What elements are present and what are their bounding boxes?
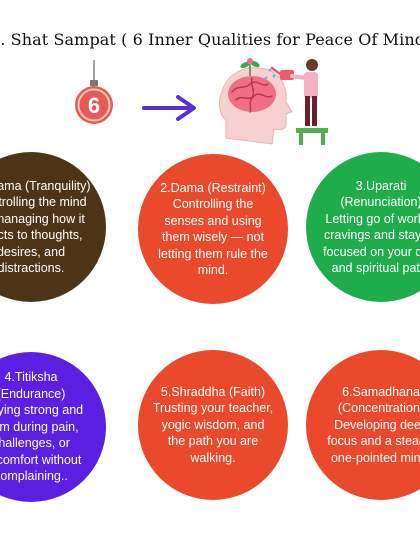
page-title: 3. Shat Sampat ( 6 Inner Qualities for P… bbox=[0, 30, 420, 49]
quality-heading: 5.Shraddha (Faith) bbox=[160, 384, 266, 399]
quality-samadhana: 6.Samadhana (Concentration) Developing d… bbox=[306, 350, 420, 500]
quality-titiksha: 4.Titiksha (Endurance) Staying strong an… bbox=[0, 352, 106, 502]
quality-description: Controlling the mind by managing how it … bbox=[0, 195, 87, 275]
ornament-number: 6 bbox=[88, 93, 100, 118]
christmas-ornament-icon: 6 bbox=[75, 60, 113, 124]
quality-shraddha: 5.Shraddha (Faith) Trusting your teacher… bbox=[138, 350, 288, 500]
brain-watering-illustration bbox=[218, 58, 328, 145]
quality-description: Letting go of worldly cravings and stayi… bbox=[322, 211, 420, 276]
quality-dama: 2.Dama (Restraint) Controlling the sense… bbox=[138, 154, 288, 304]
quality-heading: 2.Dama (Restraint) bbox=[160, 180, 266, 195]
quality-heading: 6.Samadhana (Concentration) bbox=[337, 384, 420, 416]
title-wrapper: 3. Shat Sampat ( 6 Inner Qualities for P… bbox=[0, 30, 420, 56]
quality-shama: 1.Shama (Tranquility) Controlling the mi… bbox=[0, 152, 106, 302]
quality-description: Developing deep focus and a steady, one-… bbox=[327, 417, 420, 465]
quality-description: Controlling the senses and using them wi… bbox=[158, 197, 268, 277]
quality-description: Staying strong and calm during pain, cha… bbox=[0, 403, 84, 484]
quality-heading: 3.Uparati (Renunciation) bbox=[340, 178, 420, 210]
quality-uparati: 3.Uparati (Renunciation) Letting go of w… bbox=[306, 152, 420, 302]
quality-heading: 4.Titiksha (Endurance) bbox=[0, 370, 66, 401]
quality-description: Trusting your teacher, yogic wisdom, and… bbox=[152, 401, 274, 465]
quality-heading: 1.Shama (Tranquility) bbox=[0, 178, 91, 193]
right-arrow-icon bbox=[142, 95, 196, 121]
